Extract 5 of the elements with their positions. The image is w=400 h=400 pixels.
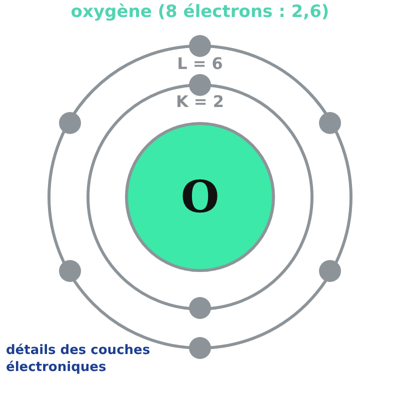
caption-text: détails des couches électroniques [6, 342, 152, 376]
shell-label: L = 6 [176, 54, 224, 73]
title: oxygène (8 électrons : 2,6) [70, 2, 330, 22]
element-symbol: O [180, 172, 220, 222]
shell-label: K = 2 [174, 92, 226, 111]
